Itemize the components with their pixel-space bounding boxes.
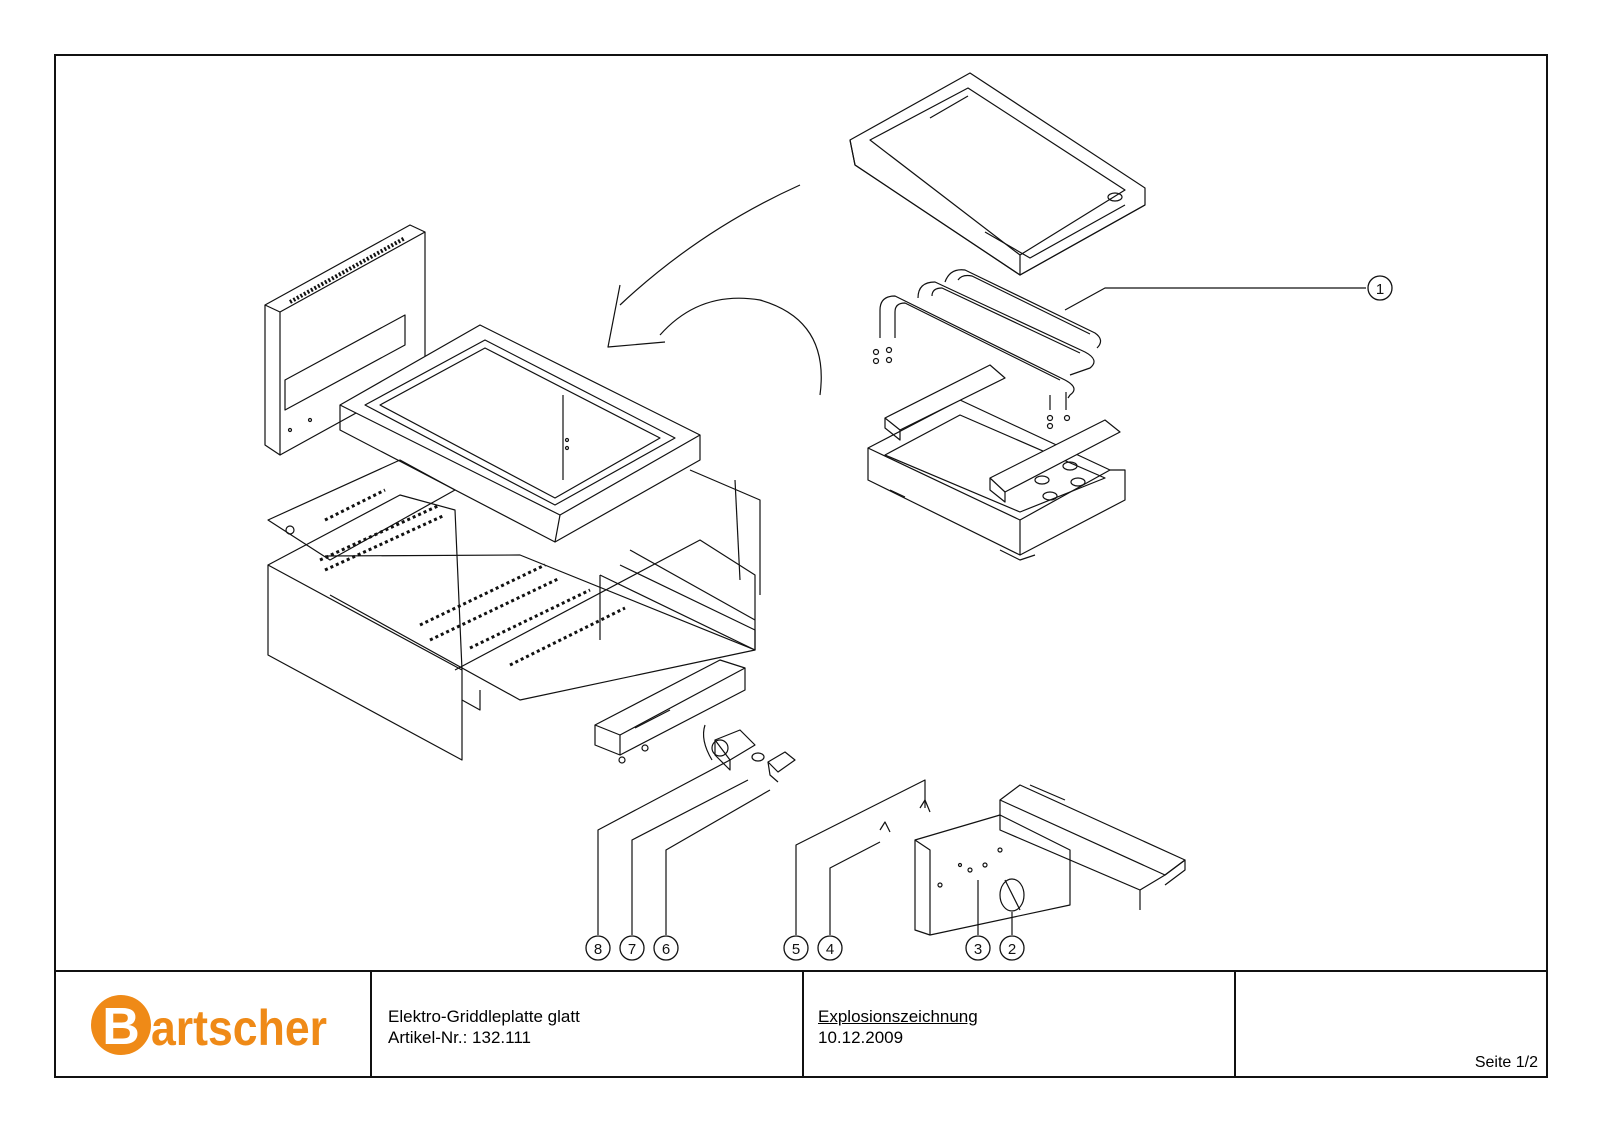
callout-label: 8 — [594, 941, 602, 958]
callout-2: 2 — [999, 935, 1025, 961]
svg-text:B: B — [102, 998, 140, 1056]
thermostat-components — [702, 724, 796, 783]
griddle-plate — [849, 72, 1146, 276]
drawing-sheet — [54, 54, 1548, 1078]
callout-label: 2 — [1008, 941, 1016, 958]
product-name: Elektro-Griddleplatte glatt — [388, 1007, 580, 1026]
logo-cell: B artscher — [54, 972, 372, 1078]
callout-7: 7 — [619, 935, 645, 961]
article-number: Artikel-Nr.: 132.111 — [388, 1028, 531, 1047]
callouts: 1 2 3 4 5 6 7 8 — [585, 275, 1393, 961]
heating-element — [872, 269, 1102, 430]
callout-label: 4 — [826, 941, 834, 958]
drawing-type: Explosionszeichnung — [818, 1007, 978, 1026]
assembly-arrow — [607, 184, 822, 396]
control-panel — [879, 799, 1071, 936]
callout-3: 3 — [965, 935, 991, 961]
callout-label: 7 — [628, 941, 636, 958]
callout-8: 8 — [585, 935, 611, 961]
document-cell: Explosionszeichnung 10.12.2009 — [804, 972, 1236, 1078]
callout-label: 5 — [792, 941, 800, 958]
svg-text:artscher: artscher — [151, 1000, 327, 1056]
leader-lines — [597, 287, 1366, 935]
housing-body — [267, 459, 761, 761]
callout-6: 6 — [653, 935, 679, 961]
drip-tray — [999, 784, 1186, 910]
callout-label: 6 — [662, 941, 670, 958]
page-cell: Seite 1/2 — [1236, 972, 1548, 1078]
rail-bracket — [594, 659, 746, 764]
back-panel — [264, 224, 426, 456]
bartscher-logo: B artscher — [91, 995, 327, 1056]
callout-4: 4 — [817, 935, 843, 961]
product-cell: Elektro-Griddleplatte glatt Artikel-Nr.:… — [372, 972, 804, 1078]
heating-tray — [867, 364, 1126, 561]
callout-label: 1 — [1376, 281, 1384, 298]
title-block: B artscher Elektro-Griddleplatte glatt A… — [54, 970, 1548, 1078]
griddle-frame — [339, 324, 701, 543]
callout-5: 5 — [783, 935, 809, 961]
drawing-date: 10.12.2009 — [818, 1028, 904, 1047]
page-number: Seite 1/2 — [1474, 1054, 1538, 1071]
callout-1: 1 — [1367, 275, 1393, 301]
callout-label: 3 — [974, 941, 982, 958]
